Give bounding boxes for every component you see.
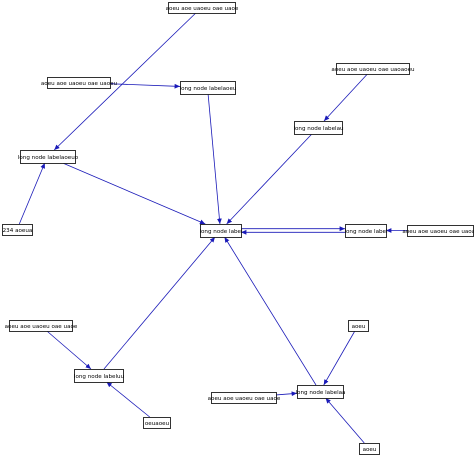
node-label: aoeu aoe uaoeu oae uaoaoeu [331,67,415,73]
edge-n15-to-n14 [275,391,298,397]
graph-node: oeuaoeu [143,417,171,429]
edge-n17-to-n14 [325,397,365,444]
graph-node: long node labelaa [296,385,346,399]
node-label: long node label [199,229,243,235]
edge-n6-to-n8 [226,133,313,225]
node-label: aoeu aoe uaoeu oae uaoe [208,396,281,402]
edge-n16-to-n13 [106,381,150,418]
edge-n4-to-n6 [323,73,368,122]
node-box [345,224,387,238]
graph-node: 234 aoeua [2,224,33,236]
graph-node: long node labelaoeuo [18,150,79,164]
edge-n1-to-n5 [53,12,197,151]
edges-layer [18,12,407,444]
node-label: oeuaoeu [145,421,170,427]
edge-n12-to-n14 [323,330,356,386]
node-label: aoeu aoe uaoeu oae uaoao [402,229,474,235]
edge-n2-to-n8 [207,93,222,225]
edge-n13-to-n8 [103,236,216,370]
node-box [9,320,73,332]
node-box [336,63,410,75]
graph-node: aoeu aoe uaoeu oae uaoe [166,2,239,14]
node-box [180,81,236,95]
node-label: long node labelau [293,126,344,132]
node-label: aoeu aoe uaoeu oae uaoe [166,6,239,12]
node-label: long node label [344,229,388,235]
node-label: long node labelaoeuo [18,155,79,161]
node-label: long node labelaoeu [180,86,237,92]
graph-node: long node labelau [293,121,344,135]
node-box [200,224,242,238]
graph-node: long node labelaoeu [180,81,237,95]
graph-node: aoeu aoe uaoeu oae uaoe [5,320,78,332]
node-box [2,224,33,236]
edge-n3-to-n2 [109,83,181,89]
node-box [20,150,76,164]
node-box [348,320,369,332]
node-label: 234 aoeua [3,228,33,234]
node-box [47,77,111,89]
edge-n11-to-n13 [46,330,92,370]
node-box [74,369,124,383]
graph-node: aoeu aoe uaoeu oae uaoe [208,392,281,404]
graph-node: aoeu aoe uaoeu oae uaoeu [41,77,118,89]
graph-node: long node labeluu [74,369,125,383]
graph-node: aoeu aoe uaoeu oae uaoao [402,225,474,237]
graph-node: long node label [344,224,388,238]
node-box [211,392,277,404]
node-label: aoeu [352,324,366,330]
graph-node: aoeu aoe uaoeu oae uaoaoeu [331,63,415,75]
node-label: aoeu [363,447,377,453]
edge-n7-to-n5 [18,162,46,225]
edge-n5-to-n8 [62,162,206,225]
edge-n14-to-n8 [224,236,317,386]
node-box [143,417,171,429]
node-label: long node labelaa [296,390,346,396]
graph-node: long node label [199,224,243,238]
node-box [297,385,344,399]
graph-node: aoeu [359,443,380,455]
node-box [359,443,380,455]
graph-node: aoeu [348,320,369,332]
node-label: aoeu aoe uaoeu oae uaoe [5,324,78,330]
node-label: aoeu aoe uaoeu oae uaoeu [41,81,118,87]
node-box [168,2,236,14]
node-box [294,121,343,135]
node-label: long node labeluu [74,374,125,380]
